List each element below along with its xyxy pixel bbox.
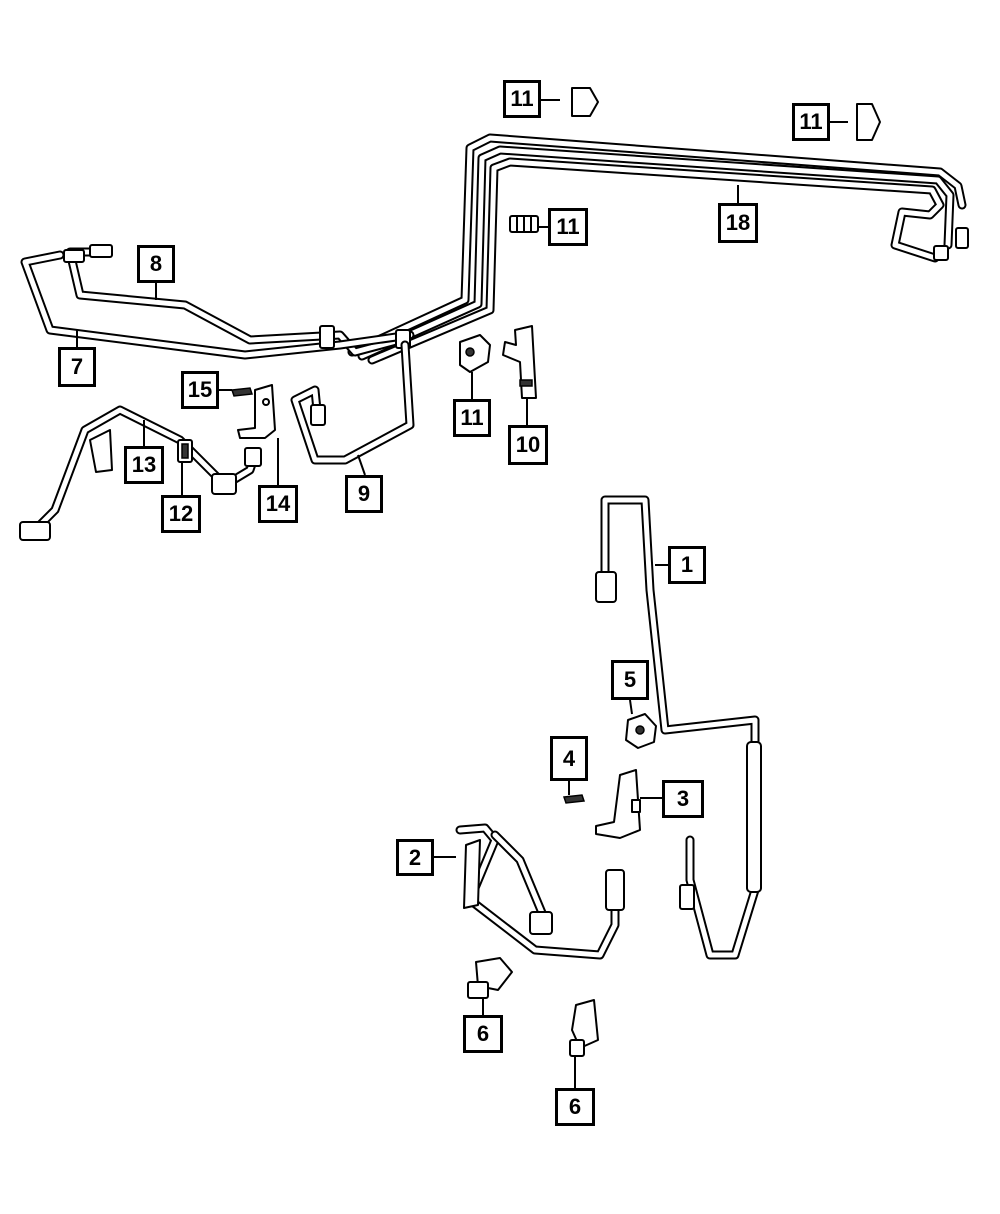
part-11-clip-lower <box>459 334 491 373</box>
callout-15: 15 <box>181 371 219 409</box>
part-4-bolt <box>562 794 586 804</box>
callout-10: 10 <box>508 425 548 465</box>
part-14-bracket <box>237 384 276 439</box>
part-11-clip-right <box>856 103 881 141</box>
callout-6-right: 6 <box>555 1088 595 1126</box>
part-11-clip-middle <box>509 215 539 233</box>
callout-3: 3 <box>662 780 704 818</box>
callout-2: 2 <box>396 839 434 876</box>
callout-11-lower: 11 <box>453 399 491 437</box>
part-1-rear-brake-tube <box>595 495 762 960</box>
part-6-sensor-b <box>569 999 599 1057</box>
callout-18: 18 <box>718 203 758 243</box>
part-2-rear-brake-hose <box>455 823 625 960</box>
leader-lines <box>76 99 848 1088</box>
part-5-clip <box>625 713 657 749</box>
callout-1: 1 <box>668 546 706 584</box>
part-12-bolt <box>177 439 193 463</box>
part-3-bracket <box>595 769 641 839</box>
part-13-front-brake-hose <box>19 405 262 541</box>
part-18-main-brake-tubes <box>347 133 969 365</box>
part-6-sensor-a <box>467 957 513 999</box>
callout-6-left: 6 <box>463 1015 503 1053</box>
callout-11-right: 11 <box>792 103 830 141</box>
callout-11-middle: 11 <box>548 208 588 246</box>
part-7-brake-tube <box>20 250 415 360</box>
part-11-clip-top <box>571 87 599 117</box>
callout-7: 7 <box>58 347 96 387</box>
callout-4: 4 <box>550 736 588 781</box>
callout-9: 9 <box>345 475 383 513</box>
callout-5: 5 <box>611 660 649 700</box>
part-15-bolt <box>230 387 254 397</box>
callout-14: 14 <box>258 485 298 523</box>
callout-11-top: 11 <box>503 80 541 118</box>
callout-8: 8 <box>137 245 175 283</box>
part-10-bracket <box>502 325 537 399</box>
part-9-brake-tube <box>290 340 415 465</box>
part-8-brake-tube <box>63 244 405 357</box>
callout-12: 12 <box>161 495 201 533</box>
callout-13: 13 <box>124 446 164 484</box>
